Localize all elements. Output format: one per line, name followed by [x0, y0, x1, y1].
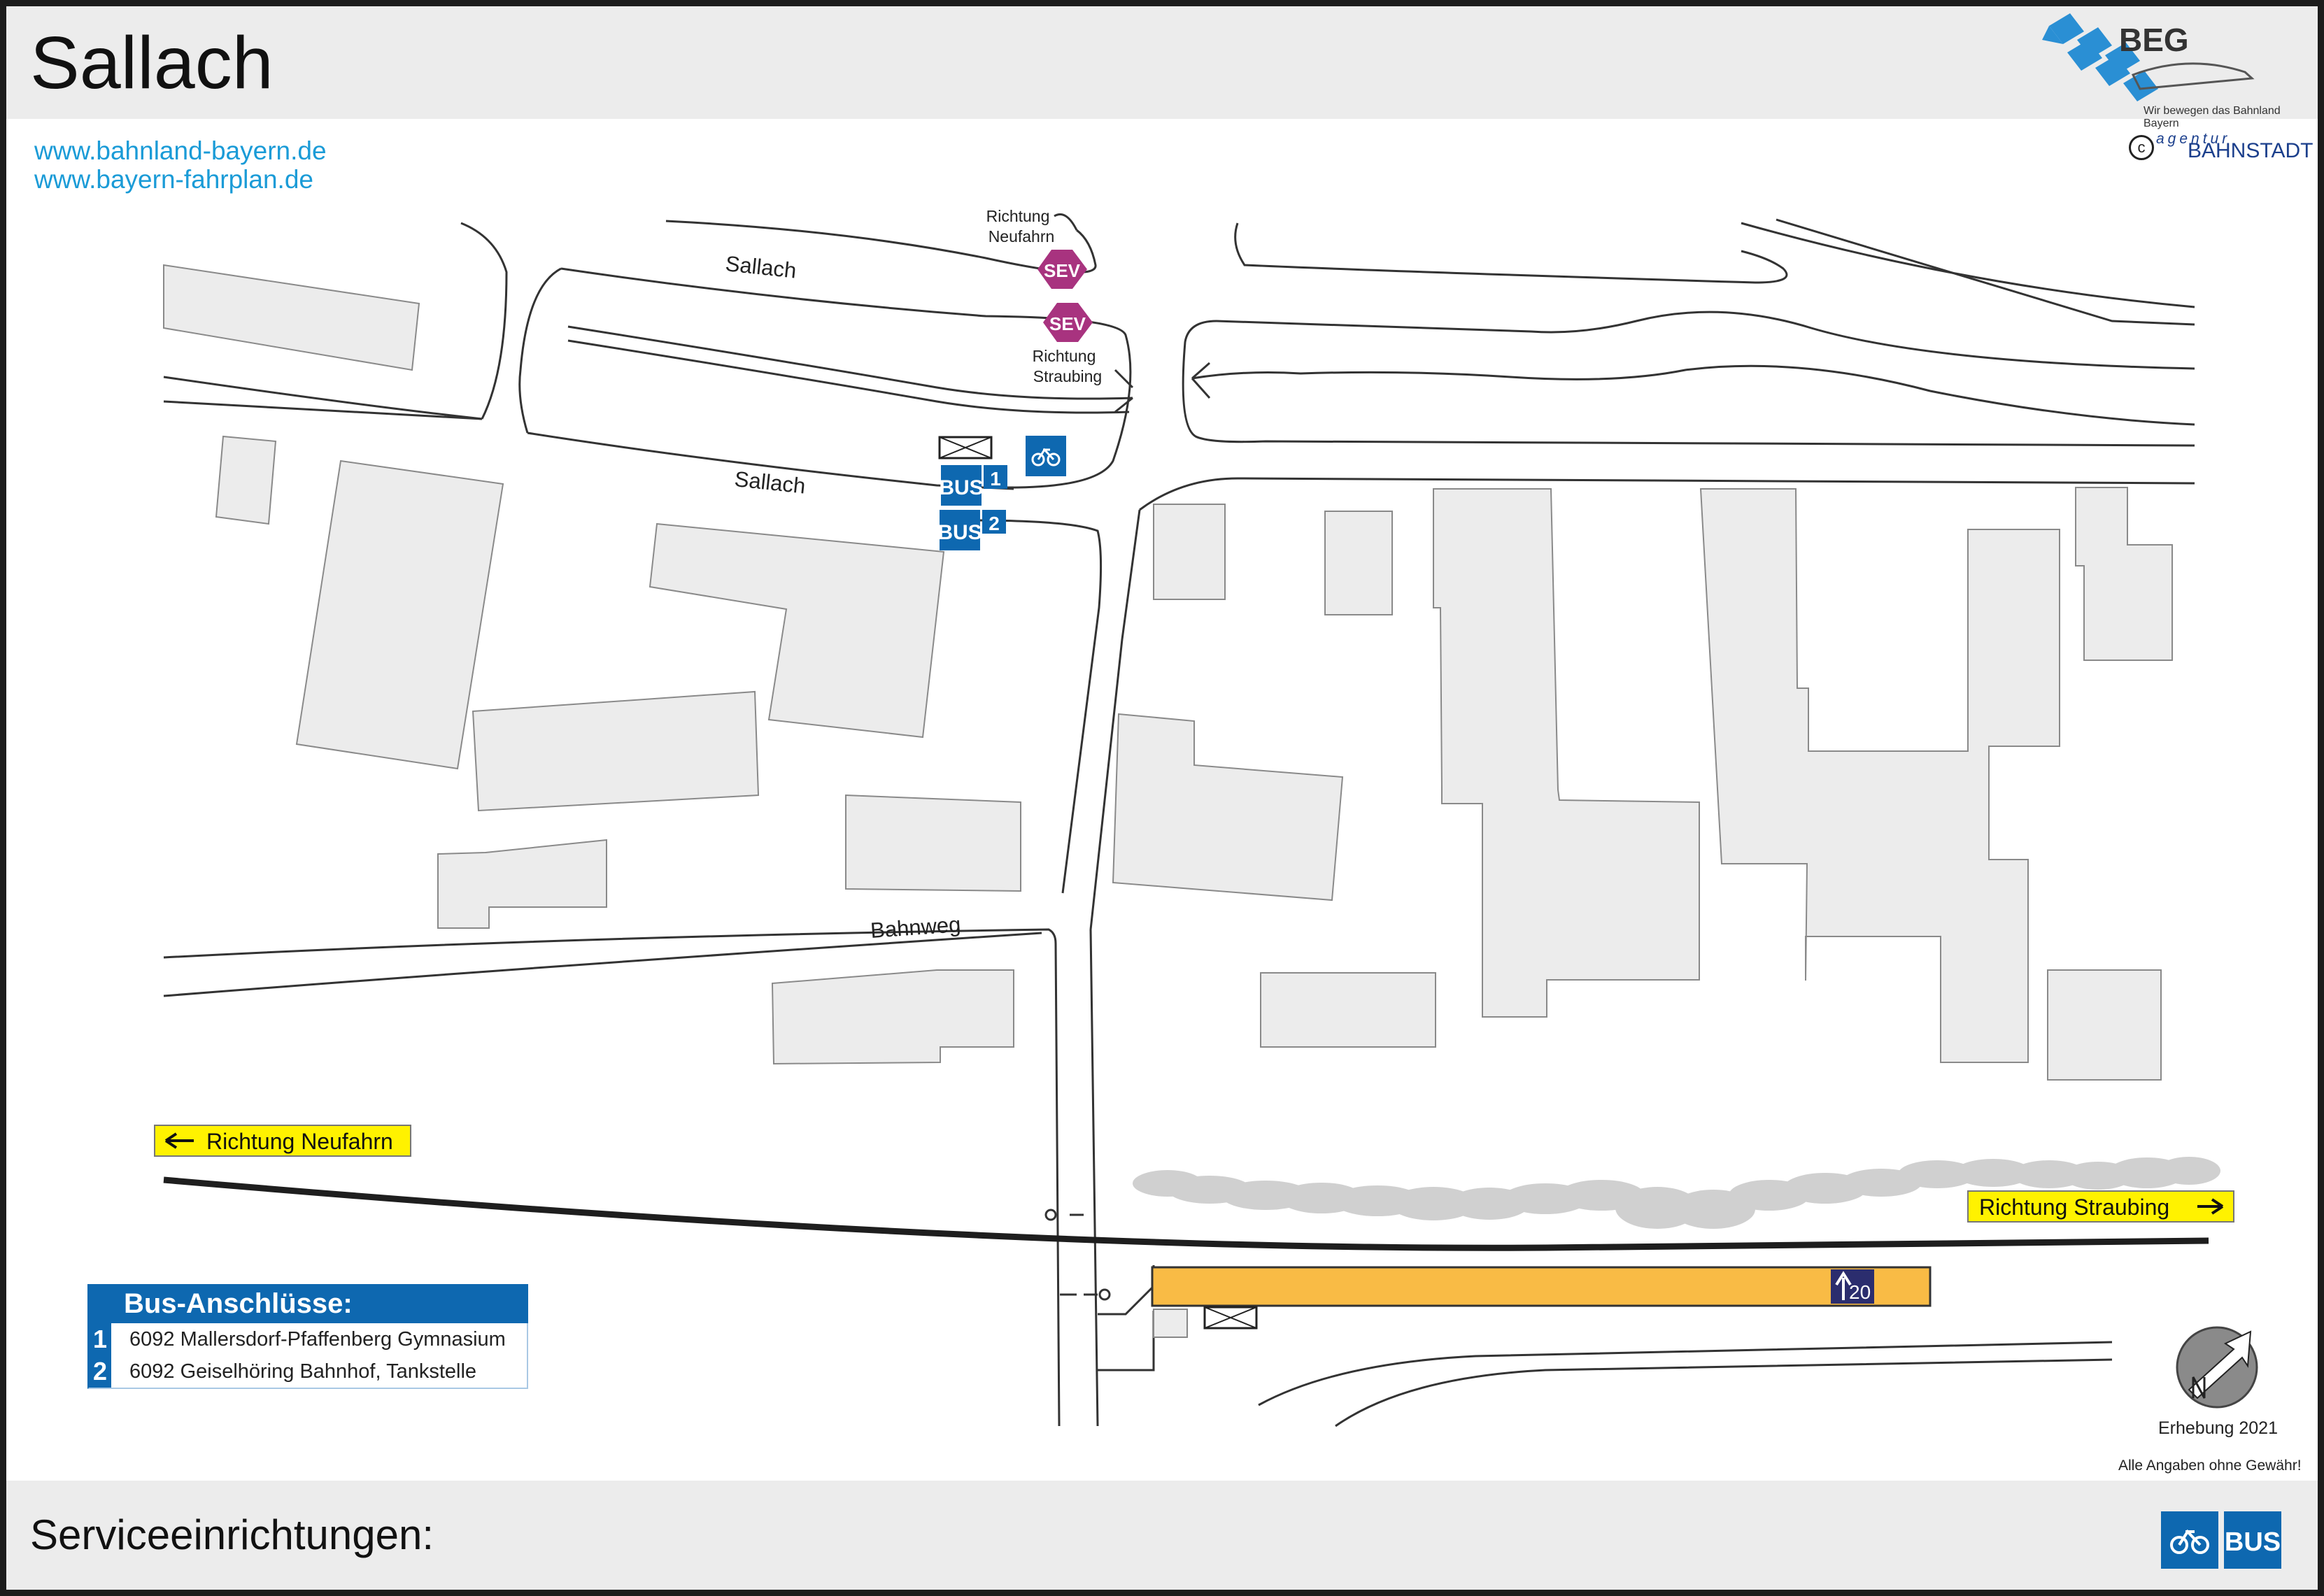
street-label-sallach: Sallach	[724, 251, 798, 283]
buildings	[163, 264, 2173, 1081]
direction-sign-straubing: Richtung Straubing	[1967, 1190, 2234, 1223]
service-bus-label: BUS	[2225, 1527, 2281, 1557]
bus-stop-label: BUS	[937, 521, 982, 544]
arrow-up-icon	[1835, 1271, 1852, 1300]
link-fahrplan[interactable]: www.bayern-fahrplan.de	[34, 165, 313, 194]
north-arrow-icon	[2176, 1326, 2258, 1409]
beg-tagline: Wir bewegen das Bahnland Bayern	[2144, 105, 2281, 129]
roads	[163, 213, 2195, 1427]
direction-sign-neufahrn: Richtung Neufahrn	[154, 1125, 411, 1157]
vegetation-band	[1133, 1157, 2220, 1229]
beg-logo-text: BEG	[2119, 22, 2189, 58]
legend-text: 6092 Geiselhöring Bahnhof, Tankstelle	[129, 1360, 477, 1383]
bus-stop-label: BUS	[939, 476, 983, 499]
service-icons: BUS	[2161, 1511, 2281, 1569]
sev-direction-label: Neufahrn	[989, 227, 1055, 245]
platform-marker	[1831, 1269, 1874, 1304]
station-map: 20 BUS 1 BUS 2	[154, 207, 2258, 1427]
bicycle-parking-icon[interactable]	[2161, 1511, 2218, 1569]
street-label-sallach: Sallach	[733, 466, 807, 498]
beg-logo-icon	[2042, 13, 2255, 101]
street-label-bahnweg: Bahnweg	[870, 912, 961, 943]
bus-stop-1[interactable]: BUS 1	[939, 465, 1007, 506]
page-title: Sallach	[30, 22, 274, 104]
pole-marker	[1044, 1209, 1057, 1221]
ticket-machine-icon	[938, 436, 993, 459]
bus-stop-number: 2	[989, 513, 1000, 534]
sev-label: SEV	[1044, 260, 1081, 281]
disclaimer: Alle Angaben ohne Gewähr!	[2118, 1458, 2302, 1474]
direction-label-left: Richtung Neufahrn	[206, 1129, 393, 1154]
bus-icon[interactable]: BUS	[2224, 1511, 2281, 1569]
bahnstadt-label: BAHNSTADT	[2188, 139, 2314, 162]
bus-legend-title: Bus-Anschlüsse:	[87, 1284, 528, 1323]
footer-title: Serviceeinrichtungen:	[30, 1511, 434, 1558]
agentur-label: agentur	[2156, 131, 2231, 147]
sev-stop-straubing[interactable]: SEV	[1043, 303, 1093, 342]
legend-row: 2 6092 Geiselhöring Bahnhof, Tankstelle	[87, 1355, 528, 1389]
bus-stop-2[interactable]: BUS 2	[937, 510, 1006, 550]
sev-label: SEV	[1049, 313, 1086, 334]
website-links: www.bahnland-bayern.de www.bayern-fahrpl…	[34, 136, 327, 194]
header-band	[6, 6, 2318, 119]
direction-label-right: Richtung Straubing	[1979, 1195, 2169, 1220]
footer-band	[6, 1481, 2318, 1590]
pole-marker	[1098, 1288, 1111, 1301]
bicycle-parking-icon[interactable]	[1026, 436, 1066, 476]
platform-label: 20	[1849, 1281, 1871, 1303]
sev-direction-label: Richtung	[986, 207, 1050, 225]
bus-connections-legend: Bus-Anschlüsse: 1 6092 Mallersdorf-Pfaff…	[87, 1284, 528, 1389]
link-bahnland[interactable]: www.bahnland-bayern.de	[34, 136, 327, 165]
survey-note: Erhebung 2021	[2158, 1418, 2278, 1438]
sev-direction-label: Richtung	[1033, 347, 1096, 365]
ticket-machine-icon	[1203, 1306, 1258, 1330]
bus-stop-number: 1	[990, 468, 1001, 490]
sev-stop-neufahrn[interactable]: SEV	[1037, 250, 1087, 289]
copyright-icon: c	[2129, 135, 2154, 160]
legend-number: 2	[89, 1355, 111, 1388]
platform	[1151, 1266, 1932, 1307]
railway-track	[163, 1176, 2209, 1251]
legend-text: 6092 Mallersdorf-Pfaffenberg Gymnasium	[129, 1328, 506, 1351]
legend-number: 1	[89, 1323, 111, 1355]
small-building	[1153, 1309, 1188, 1338]
sev-direction-label: Straubing	[1033, 367, 1102, 385]
legend-row: 1 6092 Mallersdorf-Pfaffenberg Gymnasium	[87, 1323, 528, 1355]
